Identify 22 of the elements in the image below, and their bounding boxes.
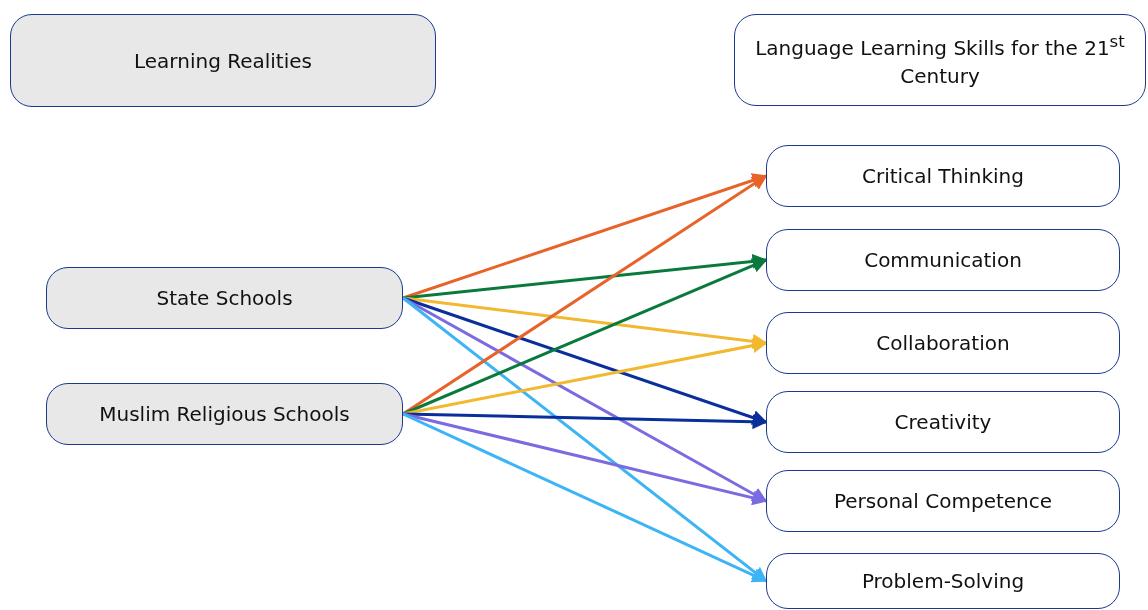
node-label: Critical Thinking xyxy=(862,163,1024,190)
skill-box xyxy=(766,553,1120,609)
skill-box xyxy=(766,312,1120,374)
skill-box xyxy=(766,470,1120,532)
node-label: Problem-Solving xyxy=(861,568,1025,595)
skill-box xyxy=(766,391,1120,453)
skill-box xyxy=(766,229,1120,291)
node-label: Personal Competence xyxy=(833,488,1053,515)
node-label: Muslim Religious Schools xyxy=(99,401,350,428)
node-label: Language Learning Skills for the 21$^{st}$ Century xyxy=(754,31,1126,90)
group-heading-box xyxy=(734,14,1146,106)
school-box xyxy=(46,267,403,329)
node-label: Creativity xyxy=(894,409,992,436)
node-label: State Schools xyxy=(156,285,293,312)
group-heading-box xyxy=(10,14,436,107)
arrow xyxy=(402,338,768,416)
node-label: Learning Realities xyxy=(134,47,312,75)
school-box xyxy=(46,383,403,445)
node-label: Collaboration xyxy=(876,330,1010,357)
arrow xyxy=(402,412,768,583)
skill-box xyxy=(766,145,1120,207)
node-label: Communication xyxy=(864,247,1022,274)
